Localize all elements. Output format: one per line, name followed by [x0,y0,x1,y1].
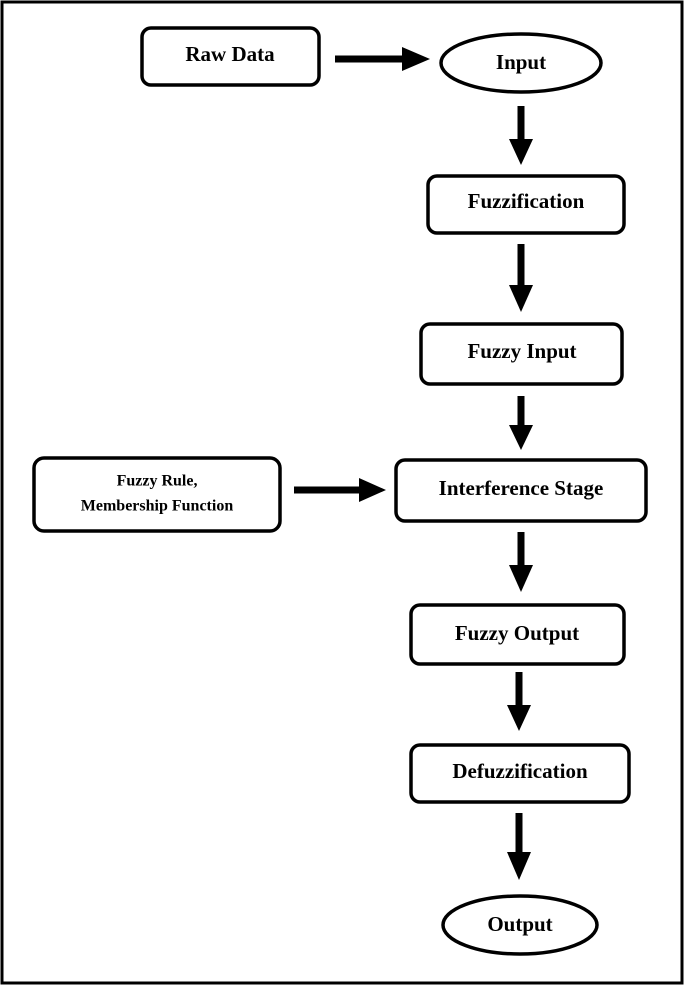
arrow-fuzzy-output-to-defuzzification [507,672,531,731]
arrow-defuzzification-to-output [507,813,531,880]
arrow-interference-to-fuzzy-output [509,532,533,592]
input-node: Input [439,32,603,94]
fuzzification-node: Fuzzification [426,174,626,235]
arrow-fuzzification-to-fuzzy-input [509,244,533,312]
defuzzification-node: Defuzzification [409,743,631,804]
output-label: Output [487,912,552,936]
arrow-input-to-fuzzification [509,106,533,165]
fuzzy-input-label: Fuzzy Input [467,339,576,363]
arrow-raw-data-to-input [335,47,430,71]
fuzzy-rule-label-line2: Membership Function [81,498,234,515]
fuzzy-rule-node: Fuzzy Rule, Membership Function [32,456,282,533]
raw-data-label: Raw Data [185,42,275,66]
input-label: Input [496,50,546,74]
fuzzification-label: Fuzzification [468,189,585,213]
fuzzy-input-node: Fuzzy Input [419,322,624,386]
output-node: Output [441,894,599,956]
fuzzy-rule-label-line1: Fuzzy Rule, [117,473,198,490]
fuzzy-output-node: Fuzzy Output [409,603,626,666]
raw-data-node: Raw Data [140,26,321,87]
defuzzification-label: Defuzzification [452,759,588,783]
interference-stage-label: Interference Stage [439,476,604,500]
interference-stage-node: Interference Stage [394,458,648,523]
arrow-fuzzy-input-to-interference [509,396,533,450]
fuzzy-output-label: Fuzzy Output [455,621,579,645]
arrow-fuzzy-rule-to-interference [294,478,386,502]
